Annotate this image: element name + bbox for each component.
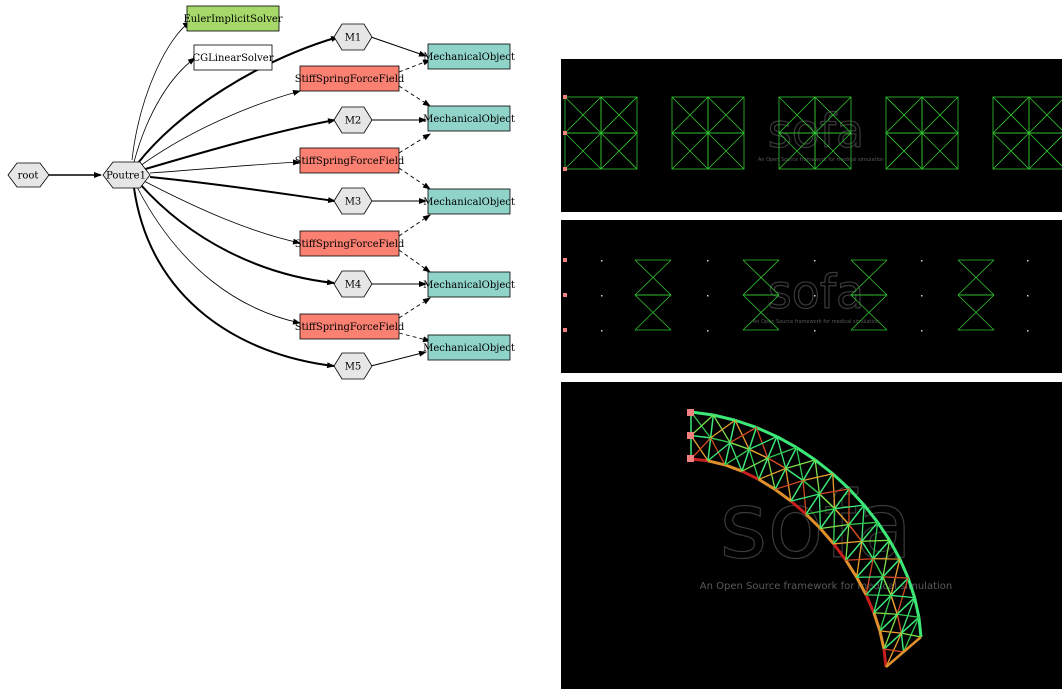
node-m5-label: M5	[345, 362, 362, 373]
node-mechanical-5[interactable]: MechanicalObject	[423, 334, 515, 361]
node-euler-solver-label: EulerImplicitSolver	[183, 14, 282, 25]
spring-block-1	[634, 259, 672, 331]
deformed-beam: sofa An Open Source framework for medica…	[687, 409, 952, 668]
node-m5[interactable]: M5	[333, 352, 373, 380]
mesh-block-1	[564, 96, 638, 170]
spring-block-2	[742, 259, 780, 331]
beam-segment-8	[805, 472, 851, 530]
node-mechanical-4[interactable]: MechanicalObject	[423, 271, 515, 298]
node-mechanical-2[interactable]: MechanicalObject	[423, 105, 515, 132]
beam-segment-16	[882, 616, 923, 668]
mesh-block-4	[885, 96, 959, 170]
spring-block-4	[957, 259, 995, 331]
spring-block-3	[850, 259, 888, 331]
node-root[interactable]: root	[7, 162, 50, 188]
graph-edges	[48, 21, 431, 369]
node-m3[interactable]: M3	[333, 187, 373, 215]
node-mechanical-5-label: MechanicalObject	[423, 343, 515, 354]
fixed-points-3	[687, 409, 694, 462]
node-spring-3-label: StiffSpringForceField	[295, 239, 405, 250]
sofa-watermark-logo-2: sofa	[768, 265, 865, 319]
node-spring-4-label: StiffSpringForceField	[295, 322, 405, 333]
node-m2-label: M2	[345, 116, 362, 127]
beam-segment-9	[819, 487, 866, 545]
node-poutre1-label: Poutre1	[106, 171, 146, 182]
node-poutre1[interactable]: Poutre1	[102, 161, 151, 189]
rest-mesh: sofa An Open Source framework for medica…	[563, 95, 1062, 171]
node-spring-2[interactable]: StiffSpringForceField	[295, 147, 405, 174]
beam-segment-1	[690, 410, 714, 463]
node-mechanical-3[interactable]: MechanicalObject	[423, 188, 515, 215]
beam-segment-11	[844, 521, 891, 579]
node-spring-2-label: StiffSpringForceField	[295, 156, 405, 167]
beam-segment-6	[774, 446, 817, 503]
beam-segment-4	[741, 426, 778, 481]
node-spring-4[interactable]: StiffSpringForceField	[295, 313, 405, 340]
scene-graph: root Poutre1 EulerImplicitSolver CGLinea…	[7, 5, 515, 380]
node-mechanical-1[interactable]: MechanicalObject	[423, 43, 515, 70]
simulation-view-rest[interactable]: sofa An Open Source framework for medica…	[561, 59, 1062, 212]
node-spring-1[interactable]: StiffSpringForceField	[295, 65, 405, 92]
node-euler-solver[interactable]: EulerImplicitSolver	[183, 5, 283, 32]
fixed-points-2	[563, 258, 567, 332]
beam-segment-10	[832, 504, 879, 562]
sofa-watermark-tagline-2: An Open Source framework for medical sim…	[753, 319, 879, 325]
node-spring-3[interactable]: StiffSpringForceField	[295, 230, 405, 257]
node-spring-1-label: StiffSpringForceField	[295, 74, 405, 85]
node-m1[interactable]: M1	[333, 23, 373, 51]
sofa-watermark-logo: sofa	[768, 104, 865, 158]
simulation-view-deformed[interactable]: sofa An Open Source framework for medica…	[561, 382, 1062, 689]
sofa-watermark-tagline: An Open Source framework for medical sim…	[758, 157, 884, 163]
beam-segment-2	[707, 413, 736, 467]
simulation-view-springs[interactable]: sofa An Open Source framework for medica…	[561, 220, 1062, 373]
mesh-block-2	[671, 96, 745, 170]
node-m4-label: M4	[345, 280, 362, 291]
beam-segment-14	[872, 577, 917, 632]
beam-segment-12	[855, 539, 902, 596]
fixed-points	[563, 95, 567, 171]
beam-segment-15	[878, 597, 921, 650]
beam-segment-13	[864, 558, 910, 614]
sofa-watermark-tagline-3: An Open Source framework for medical sim…	[700, 581, 952, 592]
node-m1-label: M1	[345, 33, 362, 44]
node-mechanical-4-label: MechanicalObject	[423, 280, 515, 291]
mesh-block-3	[778, 96, 852, 170]
node-m4[interactable]: M4	[333, 270, 373, 298]
mesh-block-5	[992, 96, 1062, 170]
node-m3-label: M3	[345, 197, 362, 208]
node-root-label: root	[18, 171, 39, 182]
beam-segment-3	[724, 418, 757, 473]
node-mechanical-3-label: MechanicalObject	[423, 197, 515, 208]
node-m2[interactable]: M2	[333, 106, 373, 134]
node-mechanical-2-label: MechanicalObject	[423, 114, 515, 125]
beam-segment-7	[789, 458, 834, 516]
beam-segment-5	[757, 435, 798, 491]
node-cg-solver-label: CGLinearSolver	[193, 53, 274, 64]
node-mechanical-1-label: MechanicalObject	[423, 52, 515, 63]
node-cg-solver[interactable]: CGLinearSolver	[193, 44, 274, 71]
spring-mesh: sofa An Open Source framework for medica…	[563, 258, 1029, 332]
